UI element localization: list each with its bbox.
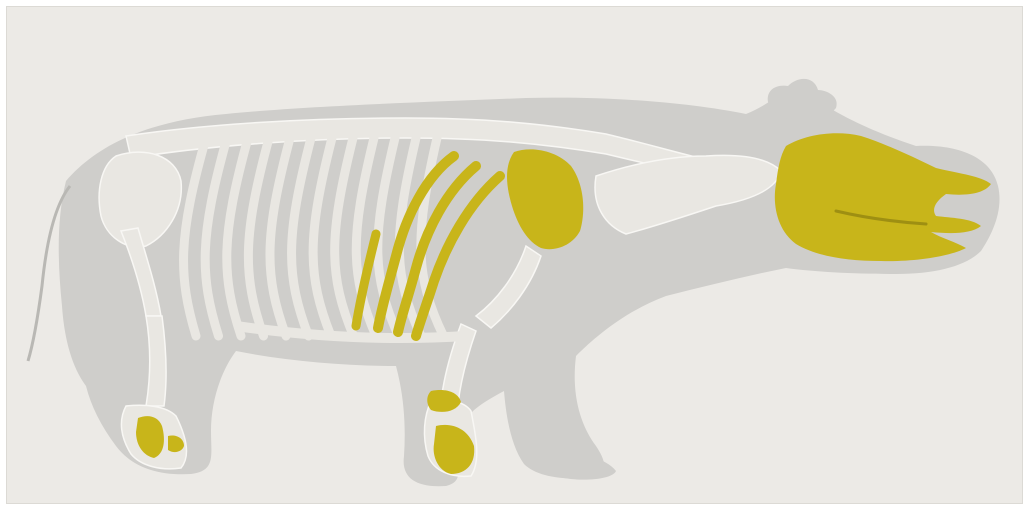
- illustration-panel: [6, 6, 1023, 504]
- rhino-skeleton-illustration: [6, 6, 1023, 504]
- hind-tibia: [146, 316, 166, 406]
